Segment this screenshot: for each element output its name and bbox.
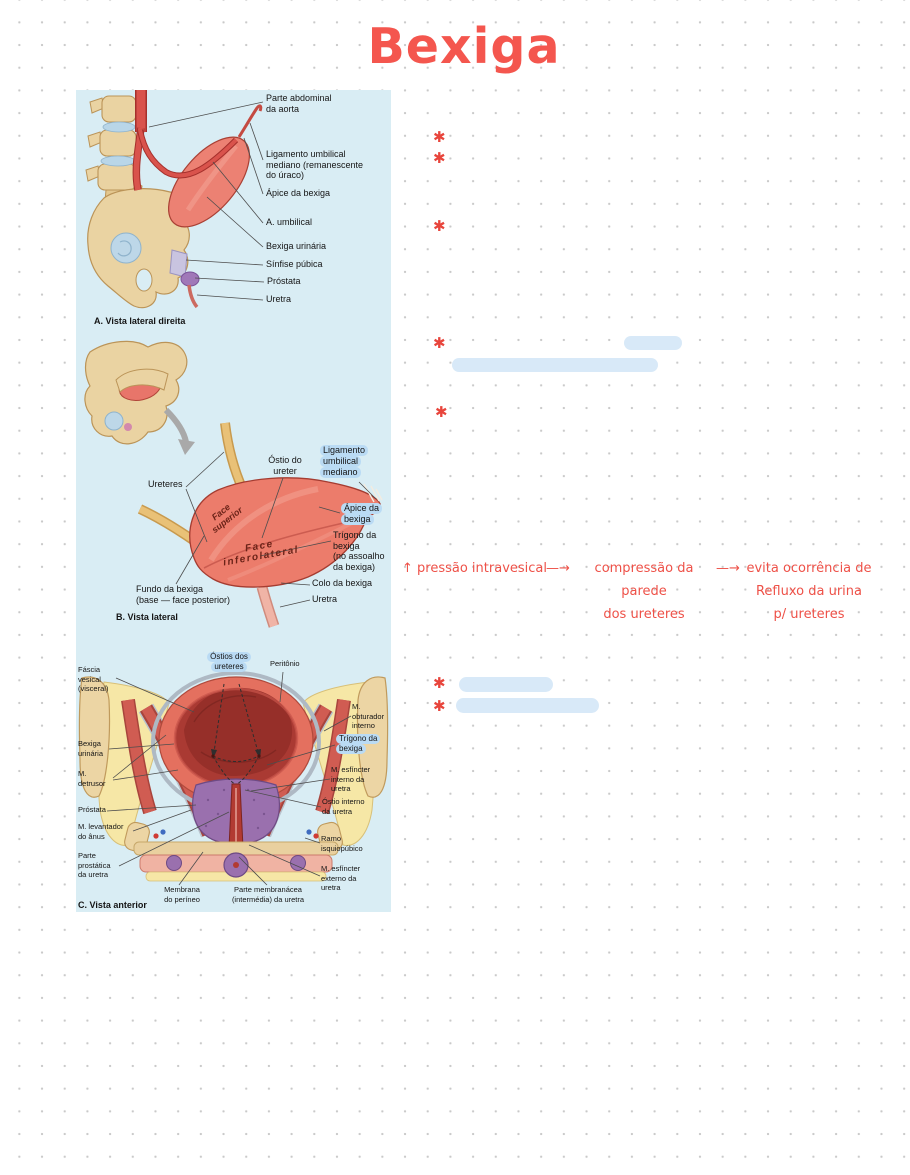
label-m-obturador-interno: M. obturador interno <box>352 702 385 730</box>
note-compressao-parede: compressão da parede dos ureteres <box>594 561 694 622</box>
panel-c-art <box>78 671 389 886</box>
note-pressao-intravesical: ↑ pressão intravesical <box>402 561 547 576</box>
label-prostata-c: Próstata <box>78 805 106 814</box>
asterisk-mark: ✱ <box>435 403 448 421</box>
label-ostios-dos-ureteres-highlighted: Óstios dos ureteres <box>200 652 258 672</box>
panel-c-leader-lines <box>106 671 352 886</box>
label-ramo-isquiopubico: Ramo isquiopúbico <box>321 834 363 853</box>
caption-vista-anterior: C. Vista anterior <box>78 900 147 910</box>
label-peritonio: Peritônio <box>270 659 300 668</box>
asterisk-mark: ✱ <box>433 217 446 235</box>
label-ligamento-umbilical-mediano: Ligamento umbilical mediano (remanescent… <box>266 149 364 180</box>
panel-b-art <box>84 340 383 628</box>
label-m-levantador-do-anus: M. levantador do ânus <box>78 822 124 841</box>
label-colo-da-bexiga: Colo da bexiga <box>312 578 373 588</box>
label-bexiga-urinaria-c: Bexiga urinária <box>78 739 104 758</box>
flow-arrow: —→ <box>546 561 570 576</box>
highlight-pill <box>452 358 658 372</box>
label-fundo-da-bexiga: Fundo da bexiga (base — face posterior) <box>136 584 231 605</box>
label-parte-prostatica-da-uretra: Parte prostática da uretra <box>78 851 111 879</box>
hl-line: Ligamento <box>320 445 369 456</box>
label-trigono-da-bexiga-highlighted: Trígono da bexiga <box>336 734 381 754</box>
label-apice-da-bexiga-highlighted: Ápice da bexiga <box>341 503 383 525</box>
highlight-pill <box>459 677 553 692</box>
flow-arrow: —→ <box>716 561 740 576</box>
page-title: Bexiga <box>367 18 561 75</box>
label-prostata: Próstata <box>267 276 301 286</box>
label-uretra: Uretra <box>266 294 292 304</box>
label-sinfise-pubica: Sínfise púbica <box>266 259 323 269</box>
caption-vista-lateral-direita: A. Vista lateral direita <box>94 316 186 326</box>
anatomy-illustration <box>78 90 389 886</box>
asterisk-mark: ✱ <box>433 334 446 352</box>
panel-a-art <box>85 90 265 309</box>
label-fascia-vesical: Fáscia vesical (visceral) <box>78 665 109 693</box>
label-m-esfincter-externo: M. esfíncter externo da uretra <box>321 864 361 892</box>
label-membrana-do-perineo: Membrana do períneo <box>164 885 200 904</box>
highlight-pill <box>456 698 599 713</box>
label-bexiga-urinaria: Bexiga urinária <box>266 241 327 251</box>
hl-line: Óstios dos <box>207 652 251 662</box>
label-parte-membranacea: Parte membranácea (intermédia) da uretra <box>231 885 305 904</box>
label-m-detrusor: M. detrusor <box>78 769 106 788</box>
hl-line: bexiga <box>341 514 374 525</box>
label-m-esfincter-interno: M. esfíncter interno da uretra <box>331 765 371 793</box>
asterisk-mark: ✱ <box>433 149 446 167</box>
asterisk-mark: ✱ <box>433 128 446 146</box>
label-apice-da-bexiga: Ápice da bexiga <box>266 188 331 198</box>
label-ureteres: Ureteres <box>148 479 183 489</box>
anatomy-figure: Parte abdominal da aorta Ligamento umbil… <box>76 90 391 912</box>
asterisk-mark: ✱ <box>433 697 446 715</box>
label-ligamento-umbilical-mediano-highlighted: Ligamento umbilical mediano <box>320 445 369 478</box>
label-ostio-do-ureter: Óstio do ureter <box>268 455 302 476</box>
hl-line: umbilical <box>320 456 362 467</box>
highlight-pill <box>624 336 682 350</box>
label-ostio-interno-da-uretra: Óstio interno da uretra <box>322 797 365 816</box>
panel-b-leader-lines <box>175 451 377 608</box>
label-a-umbilical: A. umbilical <box>266 217 313 227</box>
caption-vista-lateral: B. Vista lateral <box>116 612 178 622</box>
panel-a-leader-lines <box>148 101 265 301</box>
hl-line: Ápice da <box>341 503 383 514</box>
asterisk-mark: ✱ <box>433 674 446 692</box>
hl-line: bexiga <box>336 744 366 754</box>
hl-line: ureteres <box>211 662 247 672</box>
hl-line: Trígono da <box>336 734 381 744</box>
hl-line: mediano <box>320 467 361 478</box>
label-trigono-da-bexiga: Trígono da bexiga (no assoalho da bexiga… <box>333 530 385 572</box>
note-evita-refluxo: evita ocorrência de Refluxo da urina p/ … <box>746 561 872 622</box>
label-parte-abdominal-da-aorta: Parte abdominal da aorta <box>266 93 332 114</box>
label-uretra-b: Uretra <box>312 594 338 604</box>
